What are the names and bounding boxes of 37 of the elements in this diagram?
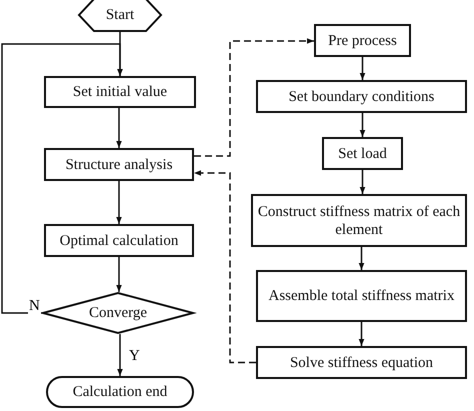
arrow: [360, 57, 366, 80]
process-box: [44, 148, 194, 181]
process-box: [314, 24, 411, 57]
arrow: [360, 170, 366, 194]
node-text: Assemble total stiffness matrix: [268, 287, 456, 305]
process-box: [256, 346, 467, 379]
arrow: [358, 322, 364, 346]
process-box: [256, 270, 467, 322]
process-box: [256, 80, 467, 113]
node-text: Optimal calculation: [58, 232, 180, 250]
node-text: Set boundary conditions: [288, 88, 436, 106]
arrow: [116, 257, 122, 292]
node-text: Start: [104, 6, 136, 24]
node-text: Structure analysis: [64, 156, 174, 174]
arrow: [117, 334, 123, 376]
node-text: Solve stiffness equation: [288, 354, 434, 372]
process-box: [322, 137, 403, 170]
node-text: Converge: [88, 304, 148, 322]
node-text: Construct stiffness matrix of each element: [256, 202, 462, 238]
arrow: [358, 247, 364, 270]
arrow: [360, 113, 366, 137]
node-text: Pre process: [327, 32, 398, 50]
start-terminal: [78, 0, 162, 32]
arrow: [116, 108, 122, 148]
edge-label: N: [28, 298, 41, 314]
process-box: [44, 76, 196, 108]
arrow: [116, 181, 122, 224]
process-box: [251, 194, 467, 247]
end-terminal: [46, 376, 194, 408]
node-text: Set load: [337, 144, 388, 162]
arrow: [1, 43, 123, 314]
node-text: Set initial value: [72, 83, 168, 101]
arrow: [194, 38, 314, 157]
decision-diamond: [42, 292, 194, 334]
node-text: Calculation end: [72, 383, 168, 401]
process-box: [44, 224, 194, 257]
arrow: [194, 170, 256, 364]
